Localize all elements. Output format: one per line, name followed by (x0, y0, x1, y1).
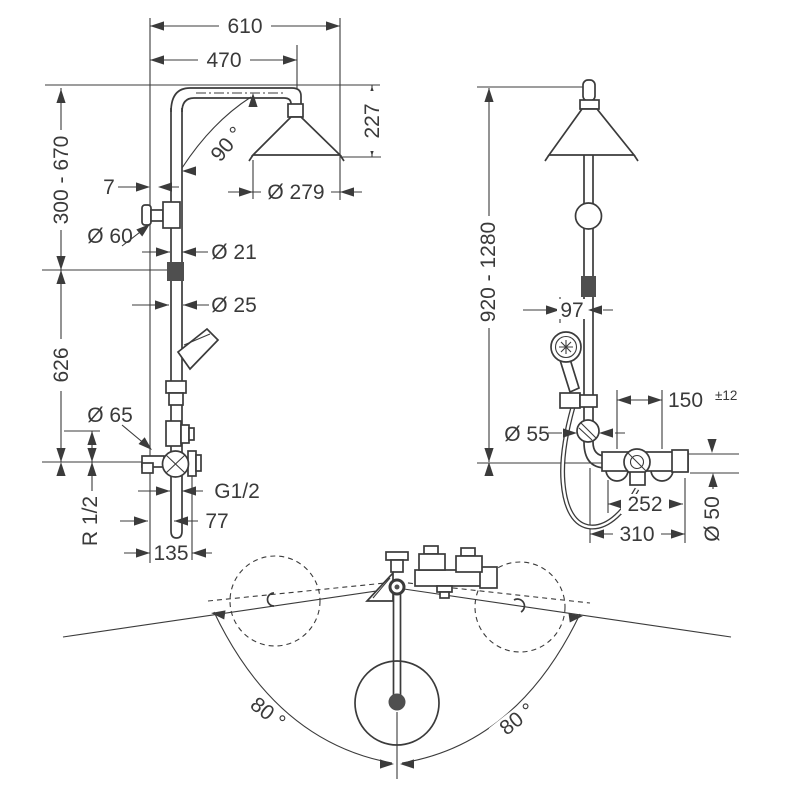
front-shower-object (141, 87, 345, 539)
overhead-shower-cone-side (547, 108, 636, 156)
dim-overall-body-width: 310 (619, 523, 654, 546)
swivel-arm-dashed-left (207, 581, 396, 602)
swivel-range-circle-left (229, 555, 321, 647)
dim-head-drop: 227 (361, 103, 384, 138)
top-view: 80 ° 80 ° (62, 545, 732, 779)
overhead-shower-cone (250, 116, 343, 156)
shower-arm-top (392, 594, 402, 695)
pipe-joint-band-side (581, 276, 596, 297)
mixer-body-front (141, 450, 202, 478)
side-reference-lines (477, 86, 739, 549)
dim-riser-length: 626 (50, 347, 73, 382)
side-view: 920 - 1280 97 Ø 55 150 ±12 Ø 50 252 310 (477, 79, 739, 549)
dim-spout-reach: 135 (153, 542, 188, 565)
front-reference-lines (42, 18, 381, 563)
head-connector (287, 103, 304, 118)
dim-body-width: 252 (627, 493, 662, 516)
pipe-joint-band (167, 262, 184, 281)
swivel-range-circle-right (474, 561, 566, 653)
dim-supply-thread: R 1/2 (79, 496, 102, 546)
dim-wall-clearance: 7 (103, 176, 115, 199)
dim-lower-pipe-diameter: Ø 25 (211, 294, 257, 317)
handshower-bracket (559, 392, 598, 409)
dim-head-diameter: Ø 279 (267, 181, 324, 204)
arm-clip-right (513, 598, 526, 613)
handshower-holder (176, 327, 220, 371)
ball-joint (574, 202, 603, 230)
handshower-hose (560, 406, 640, 530)
upper-outlet-valve (165, 420, 195, 447)
hose-outlet (629, 471, 646, 486)
dim-handshower-offset: 97 (560, 299, 583, 322)
arm-clip-left (266, 592, 275, 607)
handshower (550, 331, 582, 394)
shutoff-valve (141, 201, 181, 229)
dim-hose-thread: G1/2 (214, 480, 260, 503)
swivel-limit-line-right (396, 587, 732, 638)
front-dimension-arrows (56, 21, 377, 558)
dim-upper-pipe-diameter: Ø 21 (211, 241, 257, 264)
swivel-arc-left (213, 611, 393, 764)
side-shower-object (544, 79, 689, 530)
dim-valve-escutcheon: Ø 60 (87, 225, 133, 248)
arm-ball-top (388, 693, 406, 711)
arm-end-side (582, 79, 596, 102)
pipe-sleeve (165, 380, 187, 394)
dim-overall-width: 610 (227, 15, 262, 38)
swivel-joint (576, 419, 600, 443)
dim-pipe-wall-distance: 77 (205, 510, 228, 533)
dim-installation-height: 920 - 1280 (477, 222, 500, 322)
swivel-limit-line-left (62, 587, 398, 638)
dim-flange-diameter: Ø 50 (701, 496, 724, 542)
mixer-top (365, 545, 498, 602)
side-dimension-labels: 920 - 1280 97 Ø 55 150 ±12 Ø 50 252 310 (477, 216, 737, 549)
dim-supply-centres: 150 (668, 389, 703, 412)
dim-joint-diameter: Ø 55 (504, 423, 550, 446)
swivel-arc-right (401, 613, 581, 764)
mixer-knob (623, 448, 651, 476)
dim-mixer-escutcheon: Ø 65 (87, 404, 133, 427)
dim-height-adjustment: 300 - 670 (50, 136, 73, 225)
dim-supply-centres-tolerance: ±12 (715, 388, 737, 403)
front-view: 610 470 227 90 ° Ø 279 7 300 - 670 Ø 60 … (42, 15, 384, 565)
front-dimension-labels: 610 470 227 90 ° Ø 279 7 300 - 670 Ø 60 … (50, 15, 384, 565)
dim-arm-reach: 470 (206, 49, 241, 72)
